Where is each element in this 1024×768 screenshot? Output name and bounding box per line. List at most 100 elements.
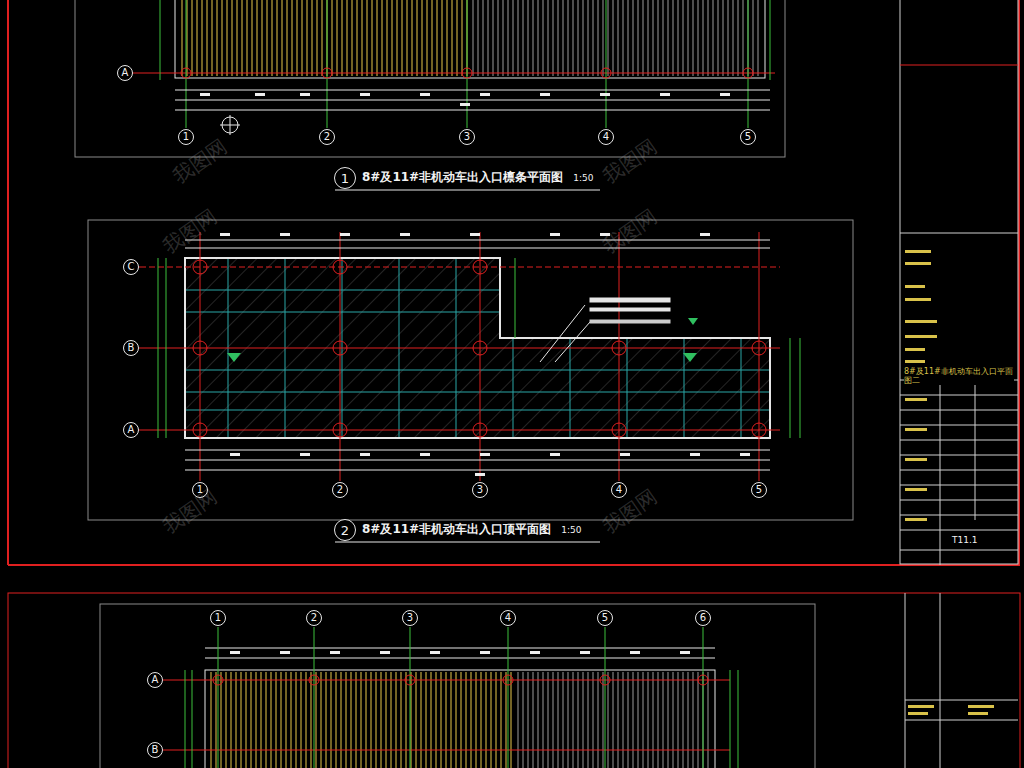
purlin — [336, 672, 337, 768]
dimension-text — [230, 651, 240, 654]
axis-line — [186, 0, 187, 128]
dimension-text — [360, 93, 370, 96]
axis-line — [140, 267, 780, 268]
purlin — [232, 0, 233, 76]
axis-bubble: 2 — [319, 129, 335, 145]
purlin — [391, 672, 392, 768]
cad-line — [940, 593, 941, 768]
purlin — [212, 0, 213, 76]
purlin — [307, 0, 308, 76]
purlin — [723, 0, 724, 76]
purlin — [648, 672, 649, 768]
axis-bubble: 3 — [402, 610, 418, 626]
purlin — [578, 0, 579, 76]
purlin — [476, 672, 477, 768]
purlin — [473, 0, 474, 76]
purlin — [352, 0, 353, 76]
purlin — [272, 0, 273, 76]
cad-line — [905, 593, 906, 768]
title-block-note — [905, 320, 937, 323]
purlin — [593, 0, 594, 76]
purlin — [267, 0, 268, 76]
cad-line — [185, 470, 770, 471]
purlin — [241, 672, 242, 768]
watermark: 我图网 — [159, 485, 221, 538]
purlin — [648, 0, 649, 76]
purlin — [583, 672, 584, 768]
plan-frame — [100, 604, 815, 768]
purlin — [668, 672, 669, 768]
axis-label: B — [152, 745, 159, 755]
column — [309, 675, 319, 685]
axis-label: A — [128, 425, 135, 435]
purlin — [658, 672, 659, 768]
purlin — [486, 672, 487, 768]
purlin — [231, 672, 232, 768]
grid-line — [185, 410, 770, 411]
purlin — [207, 0, 208, 76]
sheet-border — [7, 0, 9, 565]
axis-line — [748, 0, 749, 128]
purlin — [192, 0, 193, 76]
axis-label: 5 — [602, 613, 608, 623]
axis-line — [480, 232, 481, 481]
purlin — [523, 0, 524, 76]
axis-label: 2 — [337, 485, 343, 495]
purlin — [593, 672, 594, 768]
axis-bubble: 5 — [751, 482, 767, 498]
purlin — [326, 672, 327, 768]
purlin — [543, 672, 544, 768]
purlin — [301, 672, 302, 768]
sheet-border — [8, 593, 1020, 768]
cad-line — [185, 670, 186, 768]
dimension-text — [660, 93, 670, 96]
purlin — [638, 672, 639, 768]
sheet-border — [8, 564, 1020, 566]
cad-line — [975, 380, 976, 520]
cad-line — [163, 750, 170, 751]
dimension-text — [330, 651, 340, 654]
purlin — [603, 672, 604, 768]
purlin — [653, 0, 654, 76]
purlin — [446, 672, 447, 768]
dimension-text — [380, 651, 390, 654]
cad-line — [185, 450, 770, 451]
purlin — [236, 672, 237, 768]
purlin — [513, 0, 514, 76]
purlin — [296, 672, 297, 768]
purlin — [392, 0, 393, 76]
cad-line — [175, 110, 770, 111]
purlin — [753, 0, 754, 76]
axis-line — [410, 627, 411, 768]
purlin — [718, 0, 719, 76]
view-title: 8#及11#非机动车出入口顶平面图 — [362, 523, 551, 537]
purlin — [411, 672, 412, 768]
purlin — [548, 672, 549, 768]
purlin — [256, 672, 257, 768]
axis-label: A — [152, 675, 159, 685]
purlin — [496, 672, 497, 768]
column — [601, 68, 611, 78]
axis-bubble: 1 — [178, 129, 194, 145]
purlin — [437, 0, 438, 76]
cad-line — [139, 267, 140, 268]
purlin — [688, 0, 689, 76]
cad-line — [900, 455, 1018, 456]
purlin — [528, 0, 529, 76]
view-title: 8#及11#非机动车出入口檩条平面图 — [362, 171, 563, 185]
purlin — [623, 0, 624, 76]
column — [612, 423, 626, 437]
purlin — [703, 0, 704, 76]
dimension-text — [550, 233, 560, 236]
dimension-text — [340, 233, 350, 236]
purlin — [401, 672, 402, 768]
axis-label: 4 — [603, 132, 609, 142]
purlin — [663, 672, 664, 768]
axis-line — [170, 750, 730, 751]
purlin — [508, 0, 509, 76]
plan-frame — [75, 0, 785, 157]
grid-line — [741, 338, 742, 438]
purlin — [543, 0, 544, 76]
axis-line — [606, 0, 607, 128]
purlin — [262, 0, 263, 76]
